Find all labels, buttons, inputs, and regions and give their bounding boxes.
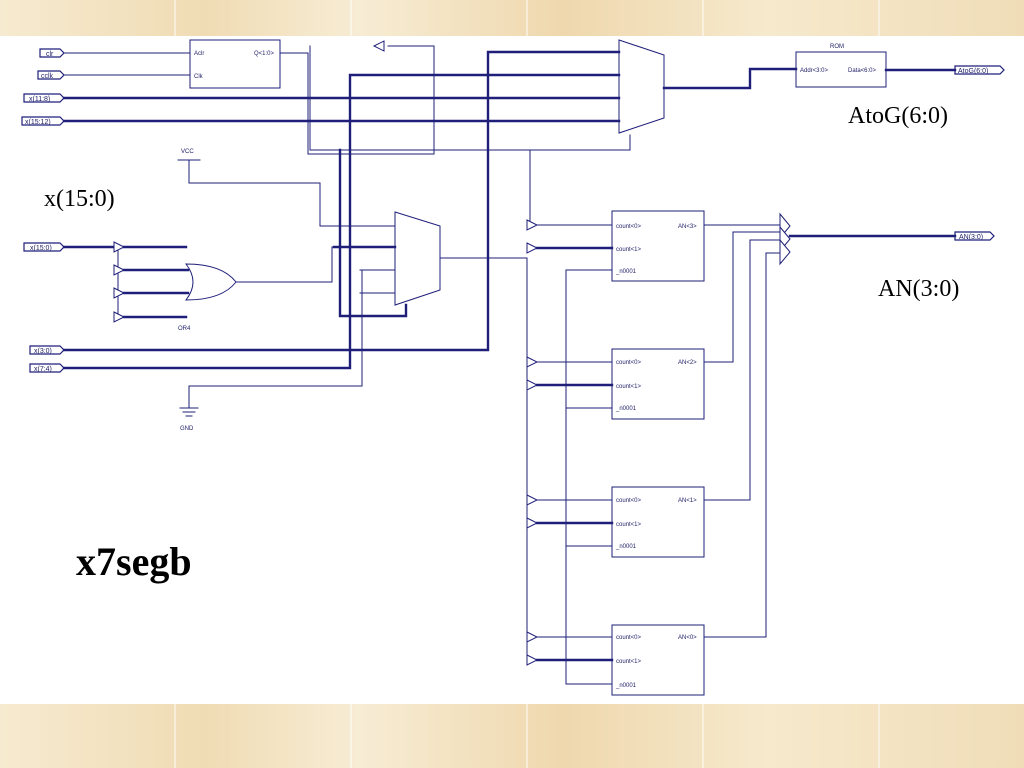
decoder-an2: count<0> count<1> _n0001 AN<2> (611, 348, 705, 420)
svg-text:AtoG(6:0): AtoG(6:0) (958, 68, 988, 75)
svg-text:GND: GND (180, 426, 194, 432)
port-x-7-4: x(7:4) (29, 363, 65, 373)
svg-text:count<0>: count<0> (616, 498, 642, 504)
svg-text:count<0>: count<0> (616, 635, 642, 641)
vcc-symbol: VCC (177, 149, 201, 184)
svg-text:count<1>: count<1> (616, 384, 642, 390)
svg-text:x(15:0): x(15:0) (30, 245, 52, 252)
counter-block: Aclr Clk Q<1:0> (189, 39, 281, 89)
annotation-x-input: x(15:0) (44, 186, 115, 212)
wiring (62, 40, 957, 685)
svg-text:cclk: cclk (41, 73, 54, 80)
gnd-symbol: GND (179, 385, 199, 432)
port-atog-out: AtoG(6:0) (954, 65, 1005, 75)
annotation-an-output: AN(3:0) (878, 276, 960, 302)
svg-text:VCC: VCC (181, 149, 194, 155)
svg-text:AN<3>: AN<3> (678, 224, 697, 230)
port-cclk: cclk (37, 70, 65, 80)
svg-text:count<1>: count<1> (616, 247, 642, 253)
decoder-an3: count<0> count<1> _n0001 AN<3> (611, 210, 705, 282)
svg-text:AN(3:0): AN(3:0) (959, 234, 983, 241)
annotation-atog-output: AtoG(6:0) (848, 103, 948, 129)
svg-text:_n0001: _n0001 (615, 406, 637, 412)
svg-text:Clk: Clk (194, 74, 204, 80)
svg-text:clr: clr (46, 51, 54, 58)
diagram-title: x7segb (76, 539, 192, 584)
svg-text:_n0001: _n0001 (615, 683, 637, 689)
svg-text:_n0001: _n0001 (615, 544, 637, 550)
mux-upper (618, 39, 665, 134)
svg-text:count<1>: count<1> (616, 659, 642, 665)
svg-text:AN<0>: AN<0> (678, 635, 697, 641)
svg-text:AN<2>: AN<2> (678, 360, 697, 366)
svg-text:count<1>: count<1> (616, 522, 642, 528)
port-x-15-12: x(15:12) (21, 116, 65, 126)
decoder-an0: count<0> count<1> _n0001 AN<0> (611, 624, 705, 696)
svg-text:x(15:12): x(15:12) (25, 119, 51, 126)
rom-block: ROM Addr<3:0> Data<6:0> (795, 44, 887, 88)
svg-text:Data<6:0>: Data<6:0> (848, 68, 877, 74)
svg-text:Aclr: Aclr (194, 51, 204, 57)
svg-text:count<0>: count<0> (616, 224, 642, 230)
svg-text:x(11:8): x(11:8) (29, 96, 50, 103)
schematic-diagram: clr cclk x(11:8) x(15:12) x(15:0) x(3:0)… (21, 39, 1005, 696)
port-an-out: AN(3:0) (954, 231, 995, 241)
decoder-an1: count<0> count<1> _n0001 AN<1> (611, 486, 705, 558)
svg-text:AN<1>: AN<1> (678, 498, 697, 504)
svg-text:OR4: OR4 (178, 326, 191, 332)
bottom-decorative-band (0, 704, 1024, 768)
port-x-15-0: x(15:0) (23, 242, 65, 252)
svg-text:Addr<3:0>: Addr<3:0> (800, 68, 829, 74)
svg-text:x(3:0): x(3:0) (34, 348, 52, 355)
top-decorative-band (0, 0, 1024, 36)
or4-gate: OR4 (178, 263, 237, 332)
port-x-3-0: x(3:0) (29, 345, 65, 355)
mux-lower (394, 211, 441, 306)
svg-text:count<0>: count<0> (616, 360, 642, 366)
svg-text:_n0001: _n0001 (615, 269, 637, 275)
svg-text:Q<1:0>: Q<1:0> (254, 51, 275, 57)
svg-text:ROM: ROM (830, 44, 844, 50)
port-x-11-8: x(11:8) (23, 93, 65, 103)
port-clr: clr (39, 48, 65, 58)
svg-text:x(7:4): x(7:4) (34, 366, 52, 373)
